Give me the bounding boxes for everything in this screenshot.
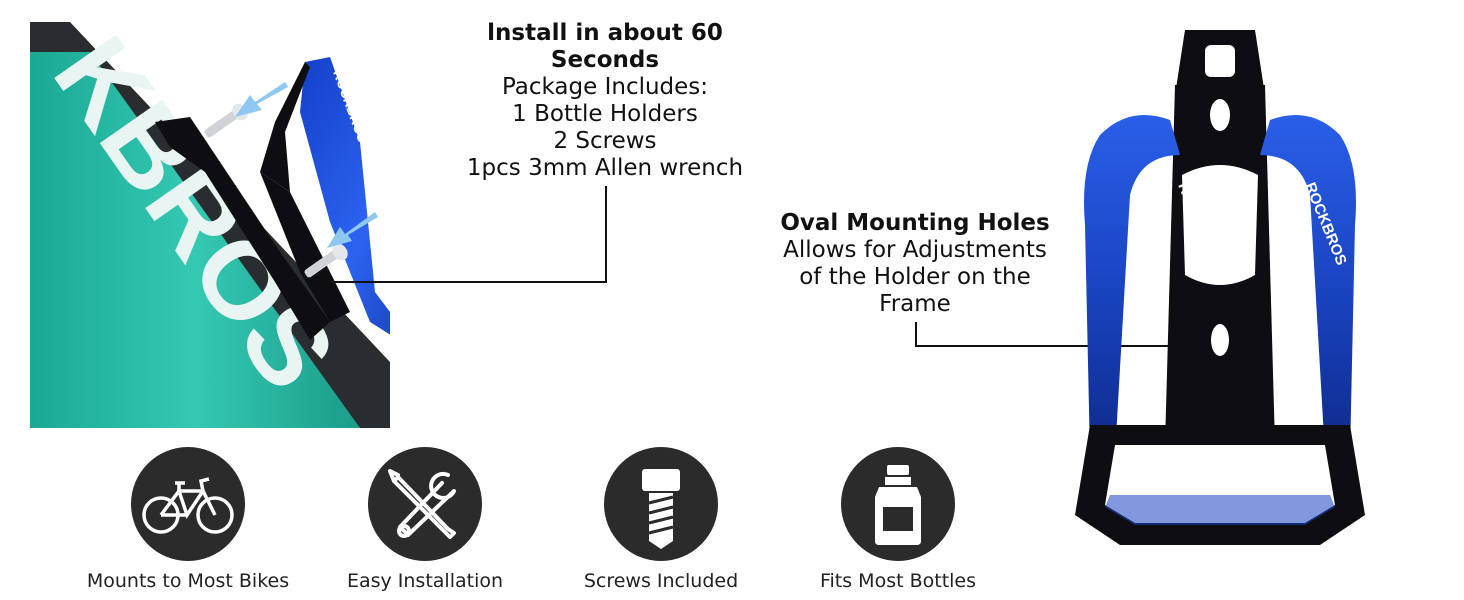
frame-tube-teal	[30, 52, 360, 428]
package-heading: Package Includes:	[501, 74, 709, 100]
bottle-icon	[875, 465, 921, 545]
feature-mounts: Mounts to Most Bikes	[78, 447, 298, 593]
feature-bottles: Fits Most Bottles	[788, 447, 1008, 593]
screw-bottom	[304, 243, 348, 278]
oval-leader-horizontal	[915, 345, 1225, 347]
oval-title: Oval Mounting Holes	[780, 210, 1050, 236]
cage-top-slot	[1205, 45, 1235, 77]
feature-label: Easy Installation	[346, 570, 504, 592]
oval-line: Allows for Adjustments	[783, 237, 1047, 263]
feature-installation: Easy Installation	[315, 447, 535, 593]
bike-frame-photo: KBROS ROCKBROS	[30, 22, 390, 428]
install-title-line1: lnstall in about 60	[487, 20, 723, 46]
oval-leader-vertical	[915, 322, 917, 346]
cage-side-arm	[260, 62, 310, 192]
leader-dot	[321, 275, 331, 285]
oval-hole-top	[1210, 99, 1230, 131]
feature-label: Fits Most Bottles	[819, 570, 977, 592]
install-leader-horizontal	[328, 281, 607, 283]
cage-center-cutout	[1182, 165, 1258, 285]
cage-side-black	[155, 117, 330, 340]
package-item: 1pcs 3mm Allen wrench	[466, 155, 744, 181]
oval-line: of the Holder on the	[799, 264, 1031, 290]
cage-arm-left	[1084, 115, 1180, 455]
cage-arm-right	[1260, 115, 1356, 455]
screw-icon	[642, 469, 680, 549]
feature-circle	[368, 447, 482, 561]
package-item: 2 Screws	[553, 128, 657, 154]
feature-circle	[604, 447, 718, 561]
bicycle-icon	[142, 477, 234, 534]
arrow-bottom	[327, 212, 378, 248]
bottle-cage-photo: ROCKBROS ROCKBROS	[1070, 25, 1370, 555]
feature-label: Screws Included	[583, 570, 739, 592]
install-title-line2: Seconds	[550, 47, 660, 73]
oval-holes-info: Oval Mounting Holes Allows for Adjustmen…	[760, 210, 1070, 318]
feature-circle	[131, 447, 245, 561]
oval-line: Frame	[879, 291, 951, 317]
oval-hole-bottom	[1211, 324, 1229, 356]
feature-circle	[841, 447, 955, 561]
install-leader-vertical	[605, 186, 607, 282]
install-info: lnstall in about 60 Seconds Package Incl…	[445, 20, 765, 182]
arrow-top	[235, 82, 288, 117]
cage-side-blue	[300, 57, 390, 335]
cage-bottom-rim	[1105, 495, 1335, 525]
feature-screws: Screws Included	[551, 447, 771, 593]
package-item: 1 Bottle Holders	[512, 101, 698, 127]
feature-label: Mounts to Most Bikes	[86, 570, 290, 592]
tools-icon	[388, 469, 456, 539]
